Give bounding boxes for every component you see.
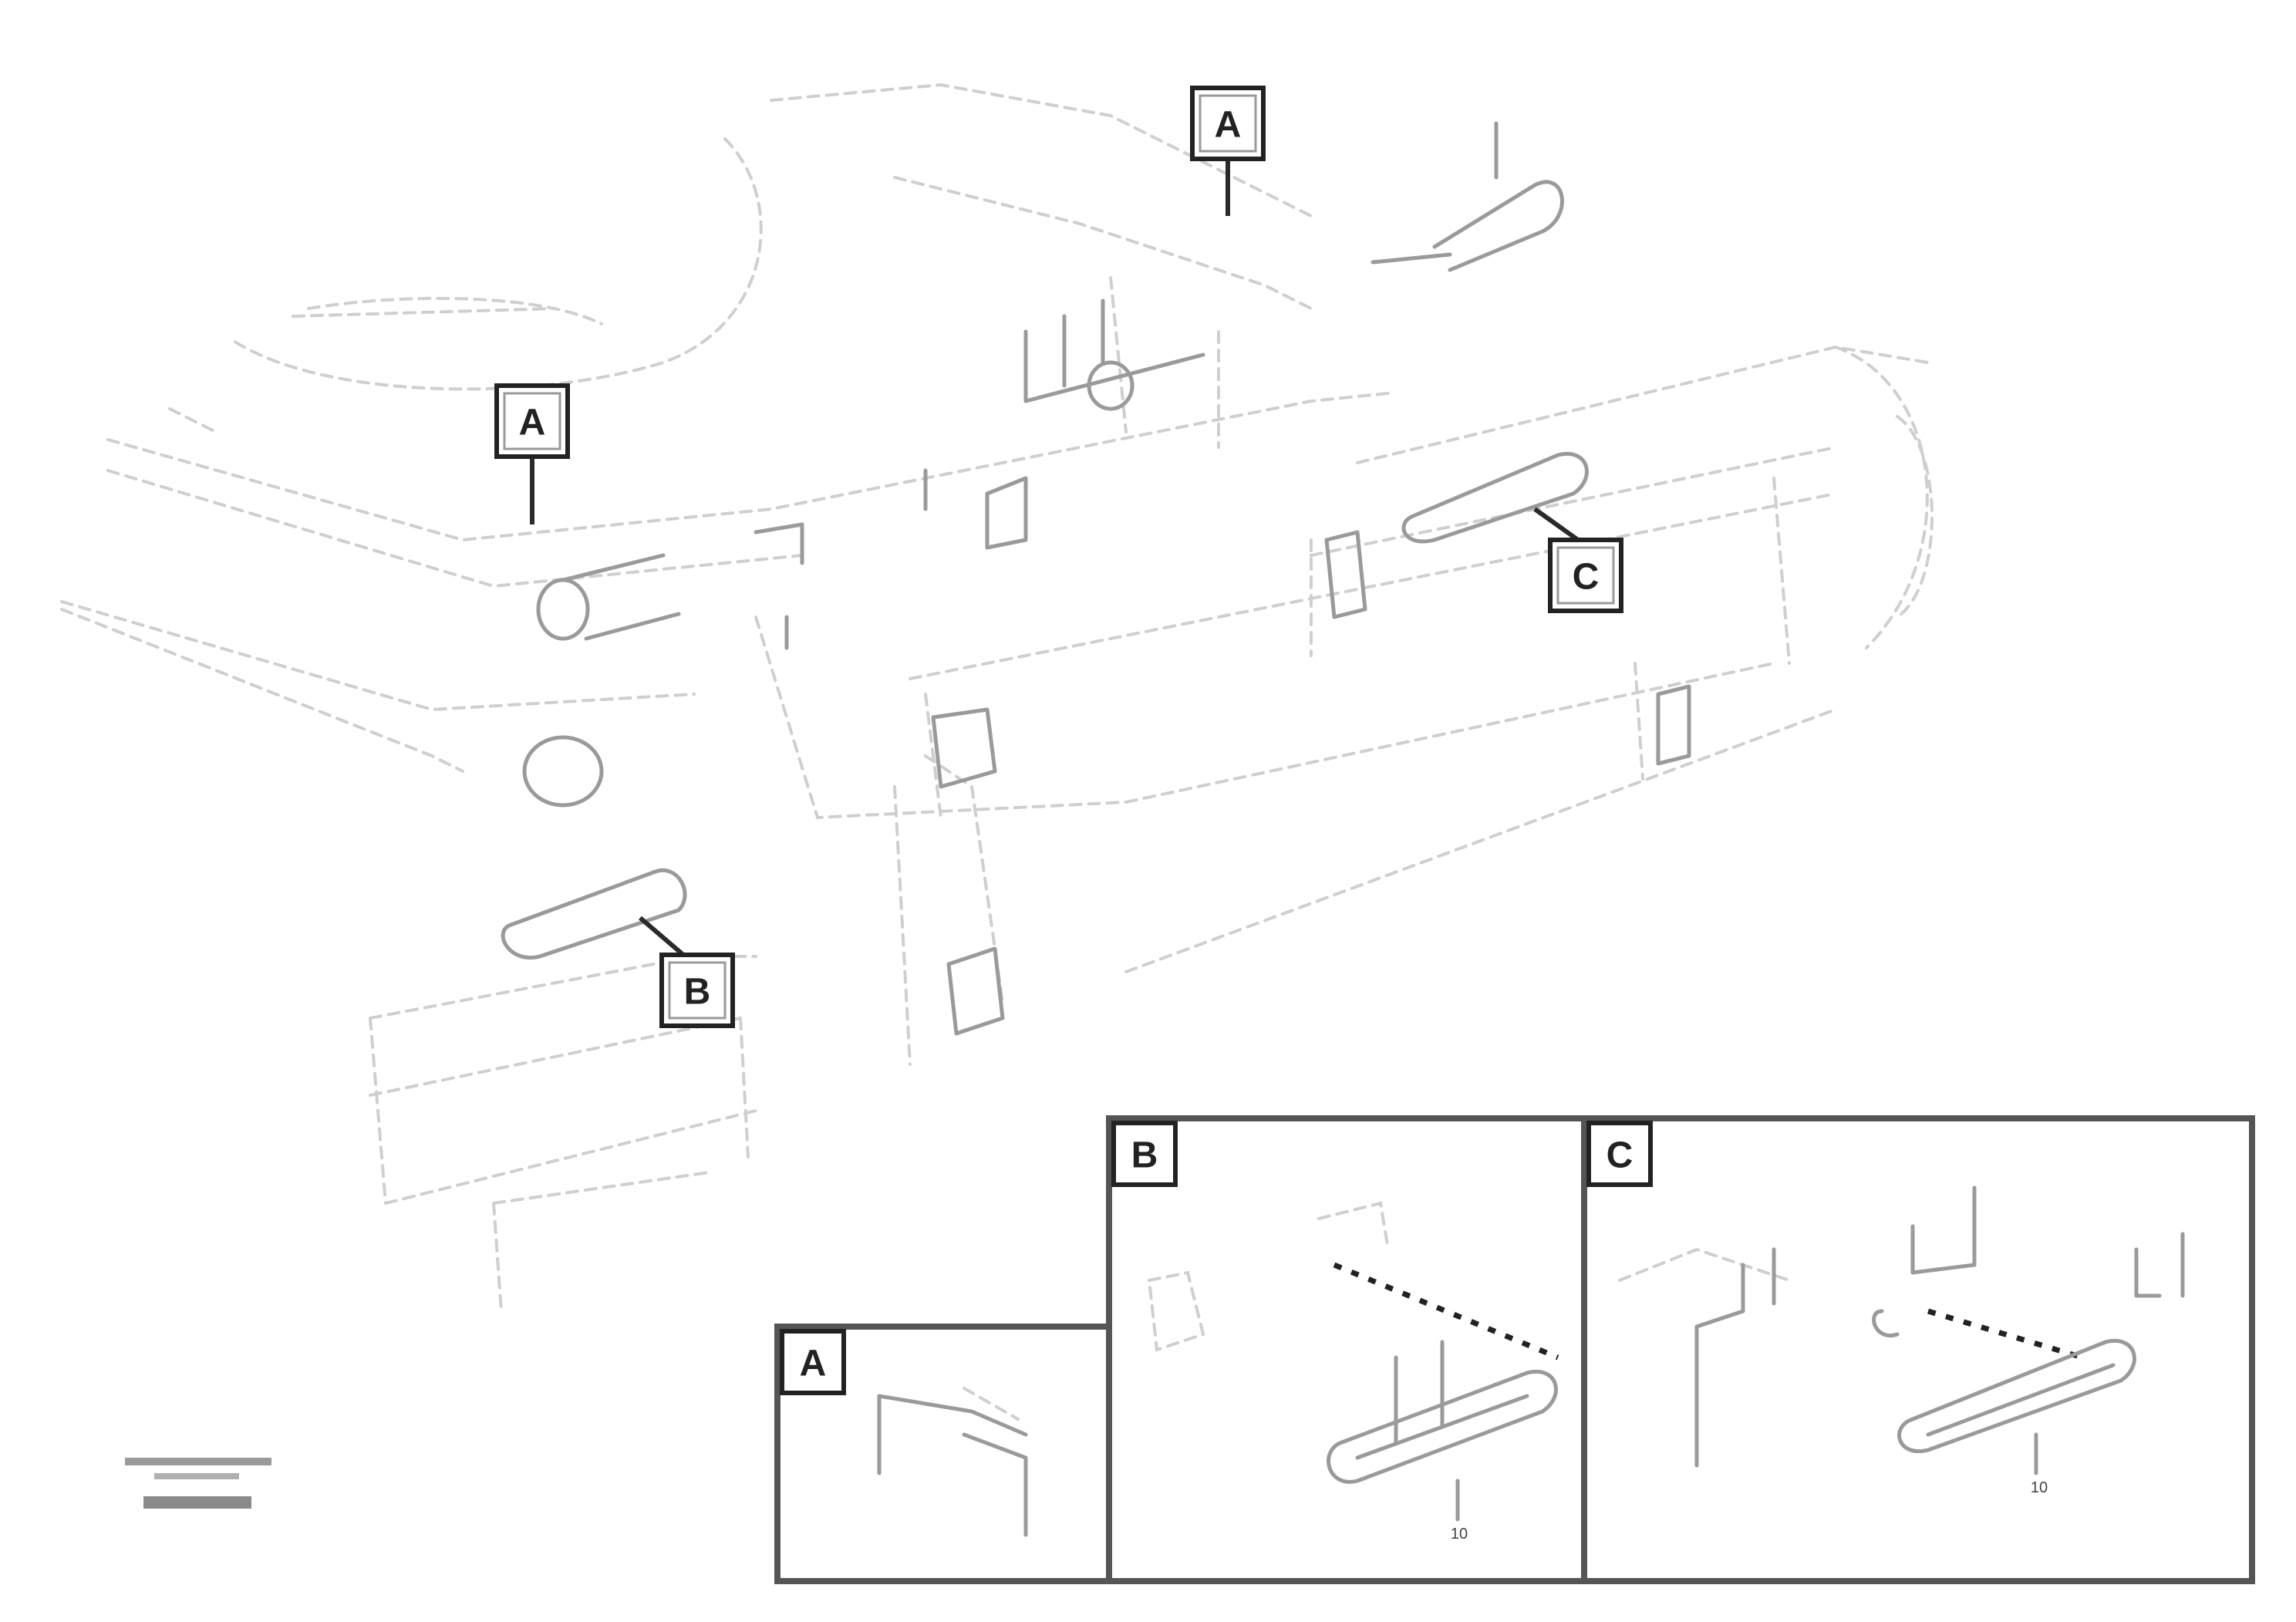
callout-a-left-label: A: [519, 403, 546, 443]
callout-c: C: [1548, 538, 1623, 613]
callout-b-label: B: [684, 972, 711, 1013]
callout-c-label: C: [1573, 557, 1600, 598]
detail-a-label: A: [800, 1344, 827, 1384]
detail-b-frame: B 10: [1106, 1115, 1587, 1584]
callout-a-top-label: A: [1215, 105, 1242, 146]
machine-ghost-outline: [60, 83, 1934, 1313]
drawing-stamp: [125, 1458, 271, 1509]
detail-c-part-number: 10: [2031, 1479, 2048, 1496]
detail-c-frame: C 10: [1581, 1115, 2255, 1584]
detail-a-frame: A: [774, 1324, 1112, 1584]
detail-b-part-number: 10: [1451, 1526, 1468, 1543]
callout-a-left: A: [494, 383, 570, 459]
main-view-parts: [501, 121, 1691, 1036]
callout-b: B: [659, 953, 735, 1028]
detail-c-label: C: [1607, 1135, 1633, 1176]
callout-a-top: A: [1190, 86, 1266, 161]
detail-b-label: B: [1131, 1135, 1158, 1176]
leader-lines: [530, 160, 1590, 966]
